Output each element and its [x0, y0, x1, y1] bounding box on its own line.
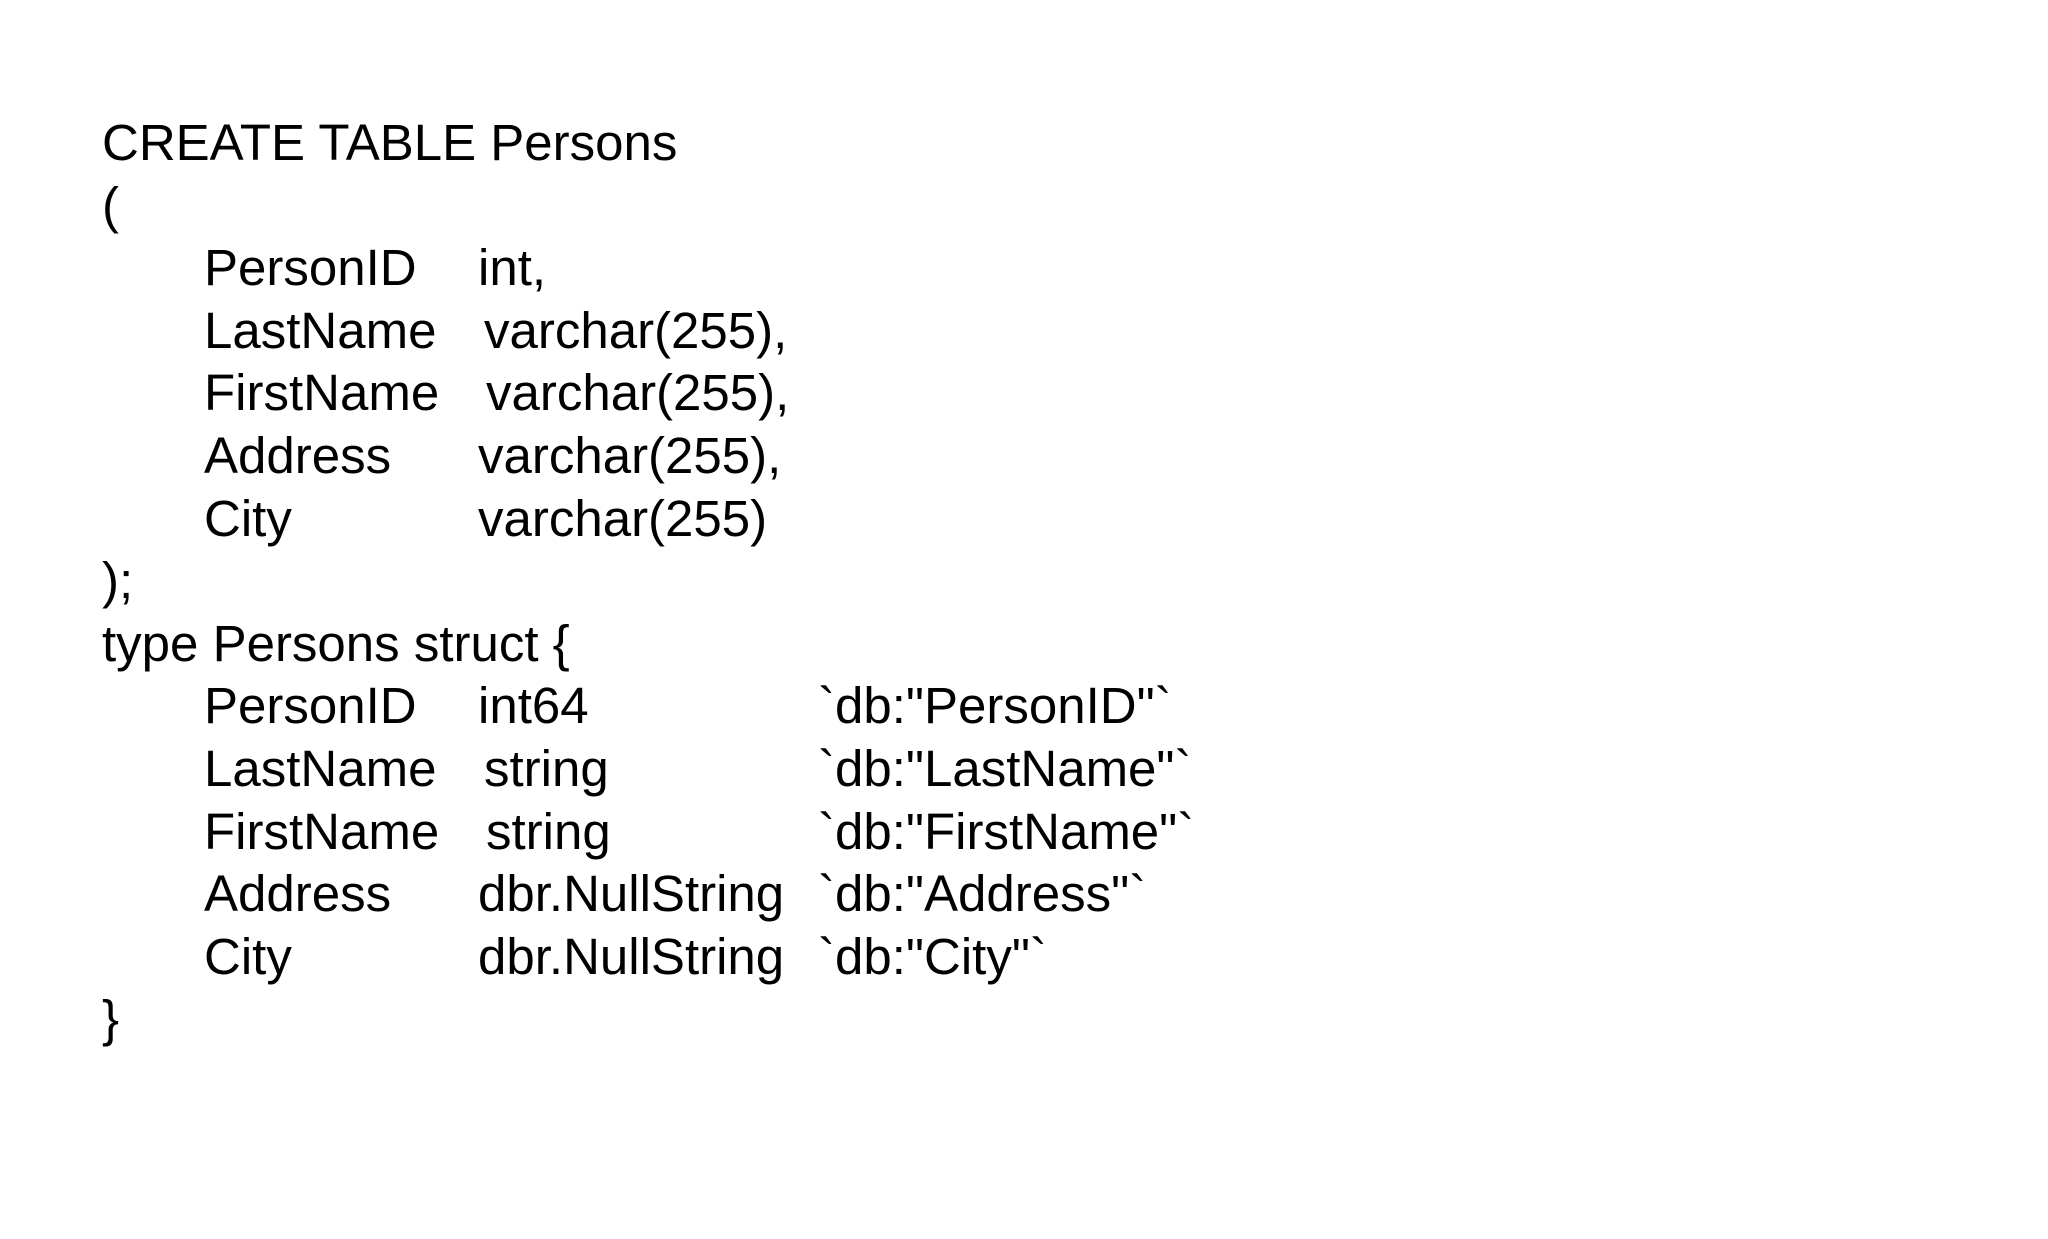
go-field-row: City dbr.NullString `db:"City"`: [102, 926, 1802, 989]
go-field-row: Address dbr.NullString `db:"Address"`: [102, 863, 1802, 926]
go-close-brace-line: }: [102, 988, 1802, 1051]
go-field-type: dbr.NullString: [478, 927, 785, 985]
sql-column-row: Address varchar(255),: [102, 425, 1802, 488]
sql-column-name: PersonID: [204, 239, 417, 297]
go-field-tag: `db:"City"`: [818, 927, 1047, 985]
sql-column-row: FirstName varchar(255),: [102, 362, 1802, 425]
sql-column-type: varchar(255),: [478, 426, 782, 484]
sql-column-row: PersonID int,: [102, 237, 1802, 300]
go-field-name: City: [204, 927, 292, 985]
go-field-tag: `db:"Address"`: [818, 865, 1147, 923]
go-type-declaration: type Persons struct {: [102, 614, 570, 672]
go-field-type: string: [486, 802, 611, 860]
sql-close-paren-line: );: [102, 550, 1802, 613]
go-field-type: dbr.NullString: [478, 865, 785, 923]
sql-column-name: LastName: [204, 301, 437, 359]
go-field-type: string: [484, 739, 609, 797]
sql-column-type: varchar(255): [478, 489, 768, 547]
sql-open-paren: (: [102, 176, 119, 234]
sql-column-row: City varchar(255): [102, 488, 1802, 551]
sql-column-name: City: [204, 489, 292, 547]
go-field-type: int64: [478, 677, 589, 735]
sql-create-line: CREATE TABLE Persons: [102, 112, 1802, 175]
sql-close-paren: );: [102, 552, 134, 610]
sql-column-type: varchar(255),: [486, 364, 790, 422]
go-field-tag: `db:"FirstName"`: [818, 802, 1195, 860]
sql-column-name: Address: [204, 426, 392, 484]
sql-create-statement: CREATE TABLE Persons: [102, 114, 678, 171]
slide: CREATE TABLE Persons ( PersonID int, Las…: [102, 112, 1802, 1051]
sql-column-row: LastName varchar(255),: [102, 300, 1802, 363]
sql-column-type: varchar(255),: [484, 301, 788, 359]
go-field-row: LastName string `db:"LastName"`: [102, 738, 1802, 801]
code-block: CREATE TABLE Persons ( PersonID int, Las…: [102, 112, 1802, 1051]
go-field-tag: `db:"PersonID"`: [818, 677, 1172, 735]
go-close-brace: }: [102, 990, 120, 1048]
go-field-name: FirstName: [204, 802, 440, 860]
sql-column-type: int,: [478, 239, 547, 297]
go-field-row: FirstName string `db:"FirstName"`: [102, 801, 1802, 864]
go-field-tag: `db:"LastName"`: [818, 739, 1192, 797]
go-field-name: LastName: [204, 739, 437, 797]
go-type-line: type Persons struct {: [102, 613, 1802, 676]
go-field-name: PersonID: [204, 677, 417, 735]
go-field-name: Address: [204, 865, 392, 923]
go-field-row: PersonID int64 `db:"PersonID"`: [102, 675, 1802, 738]
sql-open-paren-line: (: [102, 175, 1802, 238]
sql-column-name: FirstName: [204, 364, 440, 422]
